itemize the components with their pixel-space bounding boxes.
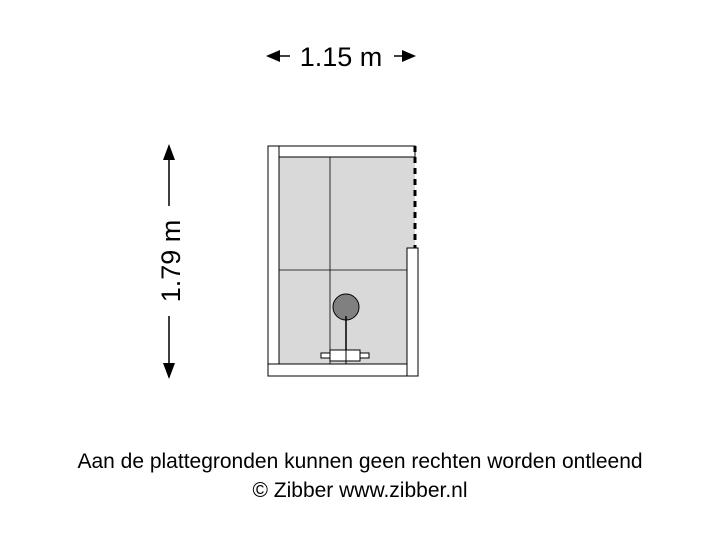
height-dimension: 1.79 m <box>156 144 186 379</box>
room <box>267 145 419 377</box>
wall-top <box>267 145 416 158</box>
copyright-text: © Zibber www.zibber.nl <box>252 479 468 502</box>
disclaimer-text: Aan de plattegronden kunnen geen rechten… <box>77 450 643 473</box>
width-label: 1.15 m <box>300 42 383 72</box>
width-dimension: 1.15 m <box>266 42 416 72</box>
height-label: 1.79 m <box>156 220 186 303</box>
wall-left <box>267 145 280 377</box>
shower-fixture-icon <box>320 293 370 364</box>
wall-right <box>406 247 419 377</box>
room-floor <box>279 157 415 364</box>
wall-bottom <box>267 363 419 377</box>
